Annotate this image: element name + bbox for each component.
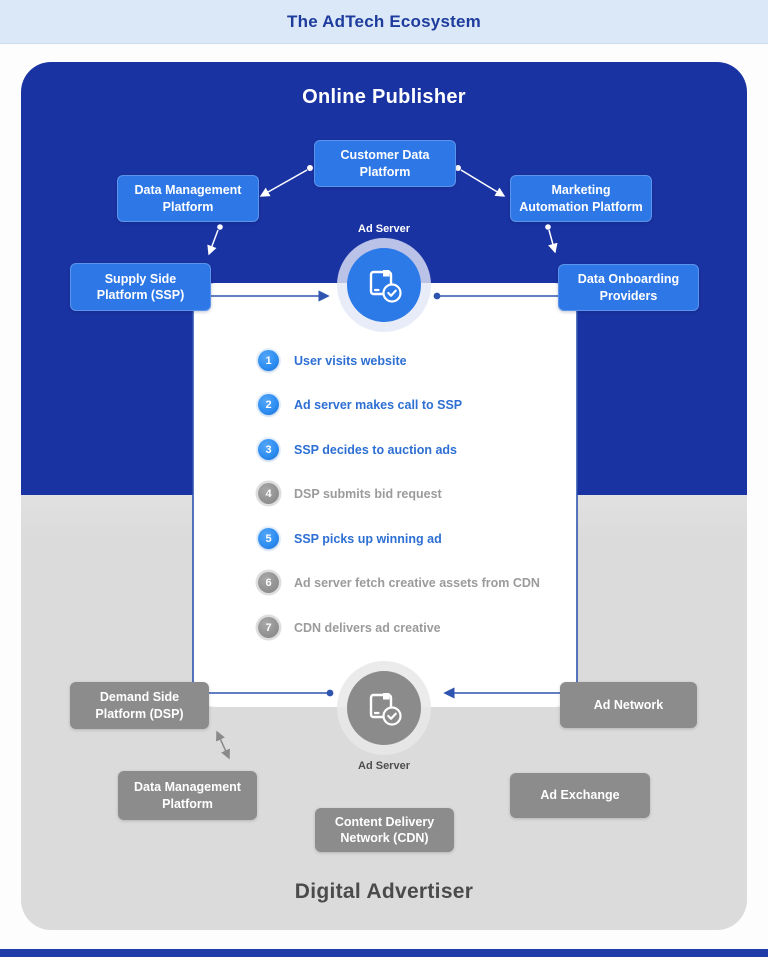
box-label-line: Marketing bbox=[551, 183, 611, 198]
ad-server-circle-top bbox=[347, 248, 421, 322]
step-row: 3 SSP decides to auction ads bbox=[258, 439, 457, 460]
box-label-line: Automation Platform bbox=[519, 199, 643, 214]
step-row: 4 DSP submits bid request bbox=[258, 483, 442, 504]
box-label-line: Platform bbox=[359, 164, 411, 179]
box-label-line: Supply Side bbox=[104, 271, 177, 286]
box-label-line: Platform bbox=[162, 796, 213, 811]
ad-server-circle-bottom bbox=[347, 671, 421, 745]
box-demand-side-platform: Demand Side Platform (DSP) bbox=[70, 682, 209, 729]
box-label-line: Demand Side bbox=[99, 690, 180, 705]
box-data-management-platform-bottom: Data Management Platform bbox=[118, 771, 257, 820]
step-label: User visits website bbox=[294, 353, 407, 368]
box-label-line: Data Onboarding bbox=[577, 272, 680, 287]
box-label-line: Data Management bbox=[134, 183, 242, 198]
box-ad-exchange: Ad Exchange bbox=[510, 773, 650, 818]
package-check-icon bbox=[369, 270, 402, 303]
advertiser-section-title: Digital Advertiser bbox=[294, 880, 474, 903]
step-row: 6 Ad server fetch creative assets from C… bbox=[258, 572, 540, 593]
box-label-line: Ad Exchange bbox=[540, 788, 620, 803]
box-data-onboarding-providers: Data Onboarding Providers bbox=[558, 264, 699, 311]
box-data-management-platform-top: Data Management Platform bbox=[117, 175, 259, 222]
step-number-badge: 7 bbox=[258, 617, 279, 638]
step-row: 5 SSP picks up winning ad bbox=[258, 528, 442, 549]
box-label-line: Data Management bbox=[134, 780, 241, 795]
step-label: Ad server fetch creative assets from CDN bbox=[294, 575, 540, 590]
step-label: SSP picks up winning ad bbox=[294, 531, 442, 546]
step-row: 7 CDN delivers ad creative bbox=[258, 617, 441, 638]
box-label-line: Platform (DSP) bbox=[95, 706, 184, 721]
box-label-line: Content Delivery bbox=[334, 814, 435, 829]
box-supply-side-platform: Supply Side Platform (SSP) bbox=[70, 263, 211, 311]
box-content-delivery-network: Content Delivery Network (CDN) bbox=[315, 808, 454, 852]
box-label-line: Customer Data bbox=[340, 148, 430, 163]
box-ad-network: Ad Network bbox=[560, 682, 697, 728]
page-title: The AdTech Ecosystem bbox=[287, 11, 481, 31]
step-label: CDN delivers ad creative bbox=[294, 620, 441, 635]
ad-server-label-top: Ad Server bbox=[358, 223, 410, 235]
step-number-badge: 3 bbox=[258, 439, 279, 460]
box-label-line: Network (CDN) bbox=[340, 831, 429, 845]
header-bar: The AdTech Ecosystem bbox=[0, 0, 768, 44]
box-label-line: Ad Network bbox=[593, 697, 664, 712]
box-label-line: Platform (SSP) bbox=[96, 288, 185, 302]
publisher-section-title: Online Publisher bbox=[302, 86, 466, 108]
step-number-badge: 2 bbox=[258, 394, 279, 415]
box-customer-data-platform: Customer Data Platform bbox=[314, 140, 456, 187]
box-label-line: Providers bbox=[599, 288, 658, 303]
package-check-icon bbox=[369, 693, 402, 726]
step-label: Ad server makes call to SSP bbox=[294, 397, 463, 412]
footer-accent-bar bbox=[0, 949, 768, 957]
step-label: DSP submits bid request bbox=[294, 486, 442, 501]
step-row: 1 User visits website bbox=[258, 350, 407, 371]
step-number-badge: 4 bbox=[258, 483, 279, 504]
box-label-line: Platform bbox=[162, 199, 214, 214]
step-number-badge: 1 bbox=[258, 350, 279, 371]
step-row: 2 Ad server makes call to SSP bbox=[258, 394, 462, 415]
box-marketing-automation-platform: Marketing Automation Platform bbox=[510, 175, 652, 222]
step-label: SSP decides to auction ads bbox=[294, 442, 458, 457]
ad-server-label-bottom: Ad Server bbox=[358, 760, 410, 772]
step-number-badge: 5 bbox=[258, 528, 279, 549]
step-number-badge: 6 bbox=[258, 572, 279, 593]
